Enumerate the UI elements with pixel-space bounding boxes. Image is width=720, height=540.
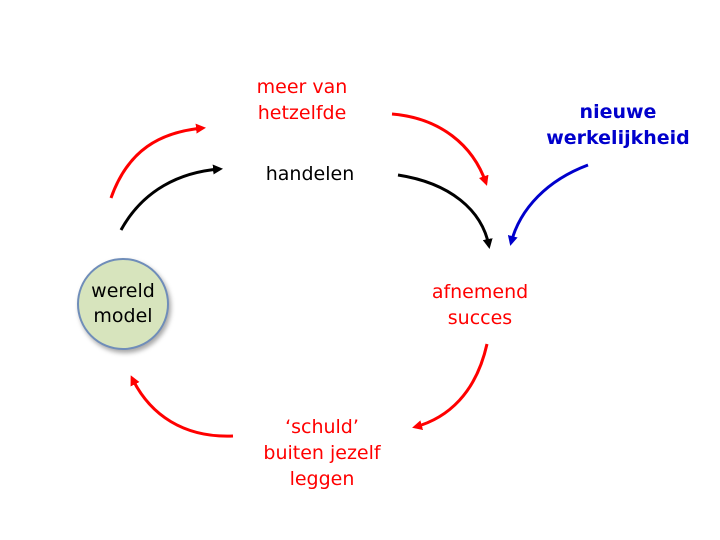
declining-success-label: afnemend succes bbox=[415, 279, 545, 331]
new-reality-line1: nieuwe bbox=[579, 101, 657, 123]
arrow-model-to-act bbox=[119, 164, 223, 231]
arrow-act-to-decline bbox=[397, 173, 493, 249]
act-text: handelen bbox=[265, 163, 355, 185]
world-model-line1: wereld bbox=[91, 280, 155, 302]
blame-line2: buiten jezelf bbox=[263, 442, 381, 464]
new-reality-line2: werkelijkheid bbox=[546, 127, 690, 149]
more-of-the-same-label: meer van hetzelfde bbox=[240, 74, 364, 126]
more-of-the-same-line2: hetzelfde bbox=[257, 102, 347, 124]
world-model-node: wereld model bbox=[77, 258, 169, 350]
arrow-model-to-more bbox=[109, 123, 206, 199]
arrow-decline-to-blame bbox=[412, 343, 489, 430]
act-label: handelen bbox=[250, 161, 370, 187]
blame-line1: ‘schuld’ bbox=[285, 416, 359, 438]
more-of-the-same-line1: meer van bbox=[256, 76, 348, 98]
declining-success-line2: succes bbox=[447, 307, 513, 329]
blame-line3: leggen bbox=[289, 468, 355, 490]
arrow-reality-to-decline bbox=[507, 163, 589, 246]
declining-success-line1: afnemend bbox=[431, 281, 529, 303]
world-model-line2: model bbox=[93, 305, 153, 327]
new-reality-label: nieuwe werkelijkheid bbox=[536, 99, 700, 151]
arrow-more-to-decline bbox=[391, 112, 489, 186]
arrow-blame-to-model bbox=[130, 375, 234, 438]
blame-label: ‘schuld’ buiten jezelf leggen bbox=[248, 414, 396, 492]
